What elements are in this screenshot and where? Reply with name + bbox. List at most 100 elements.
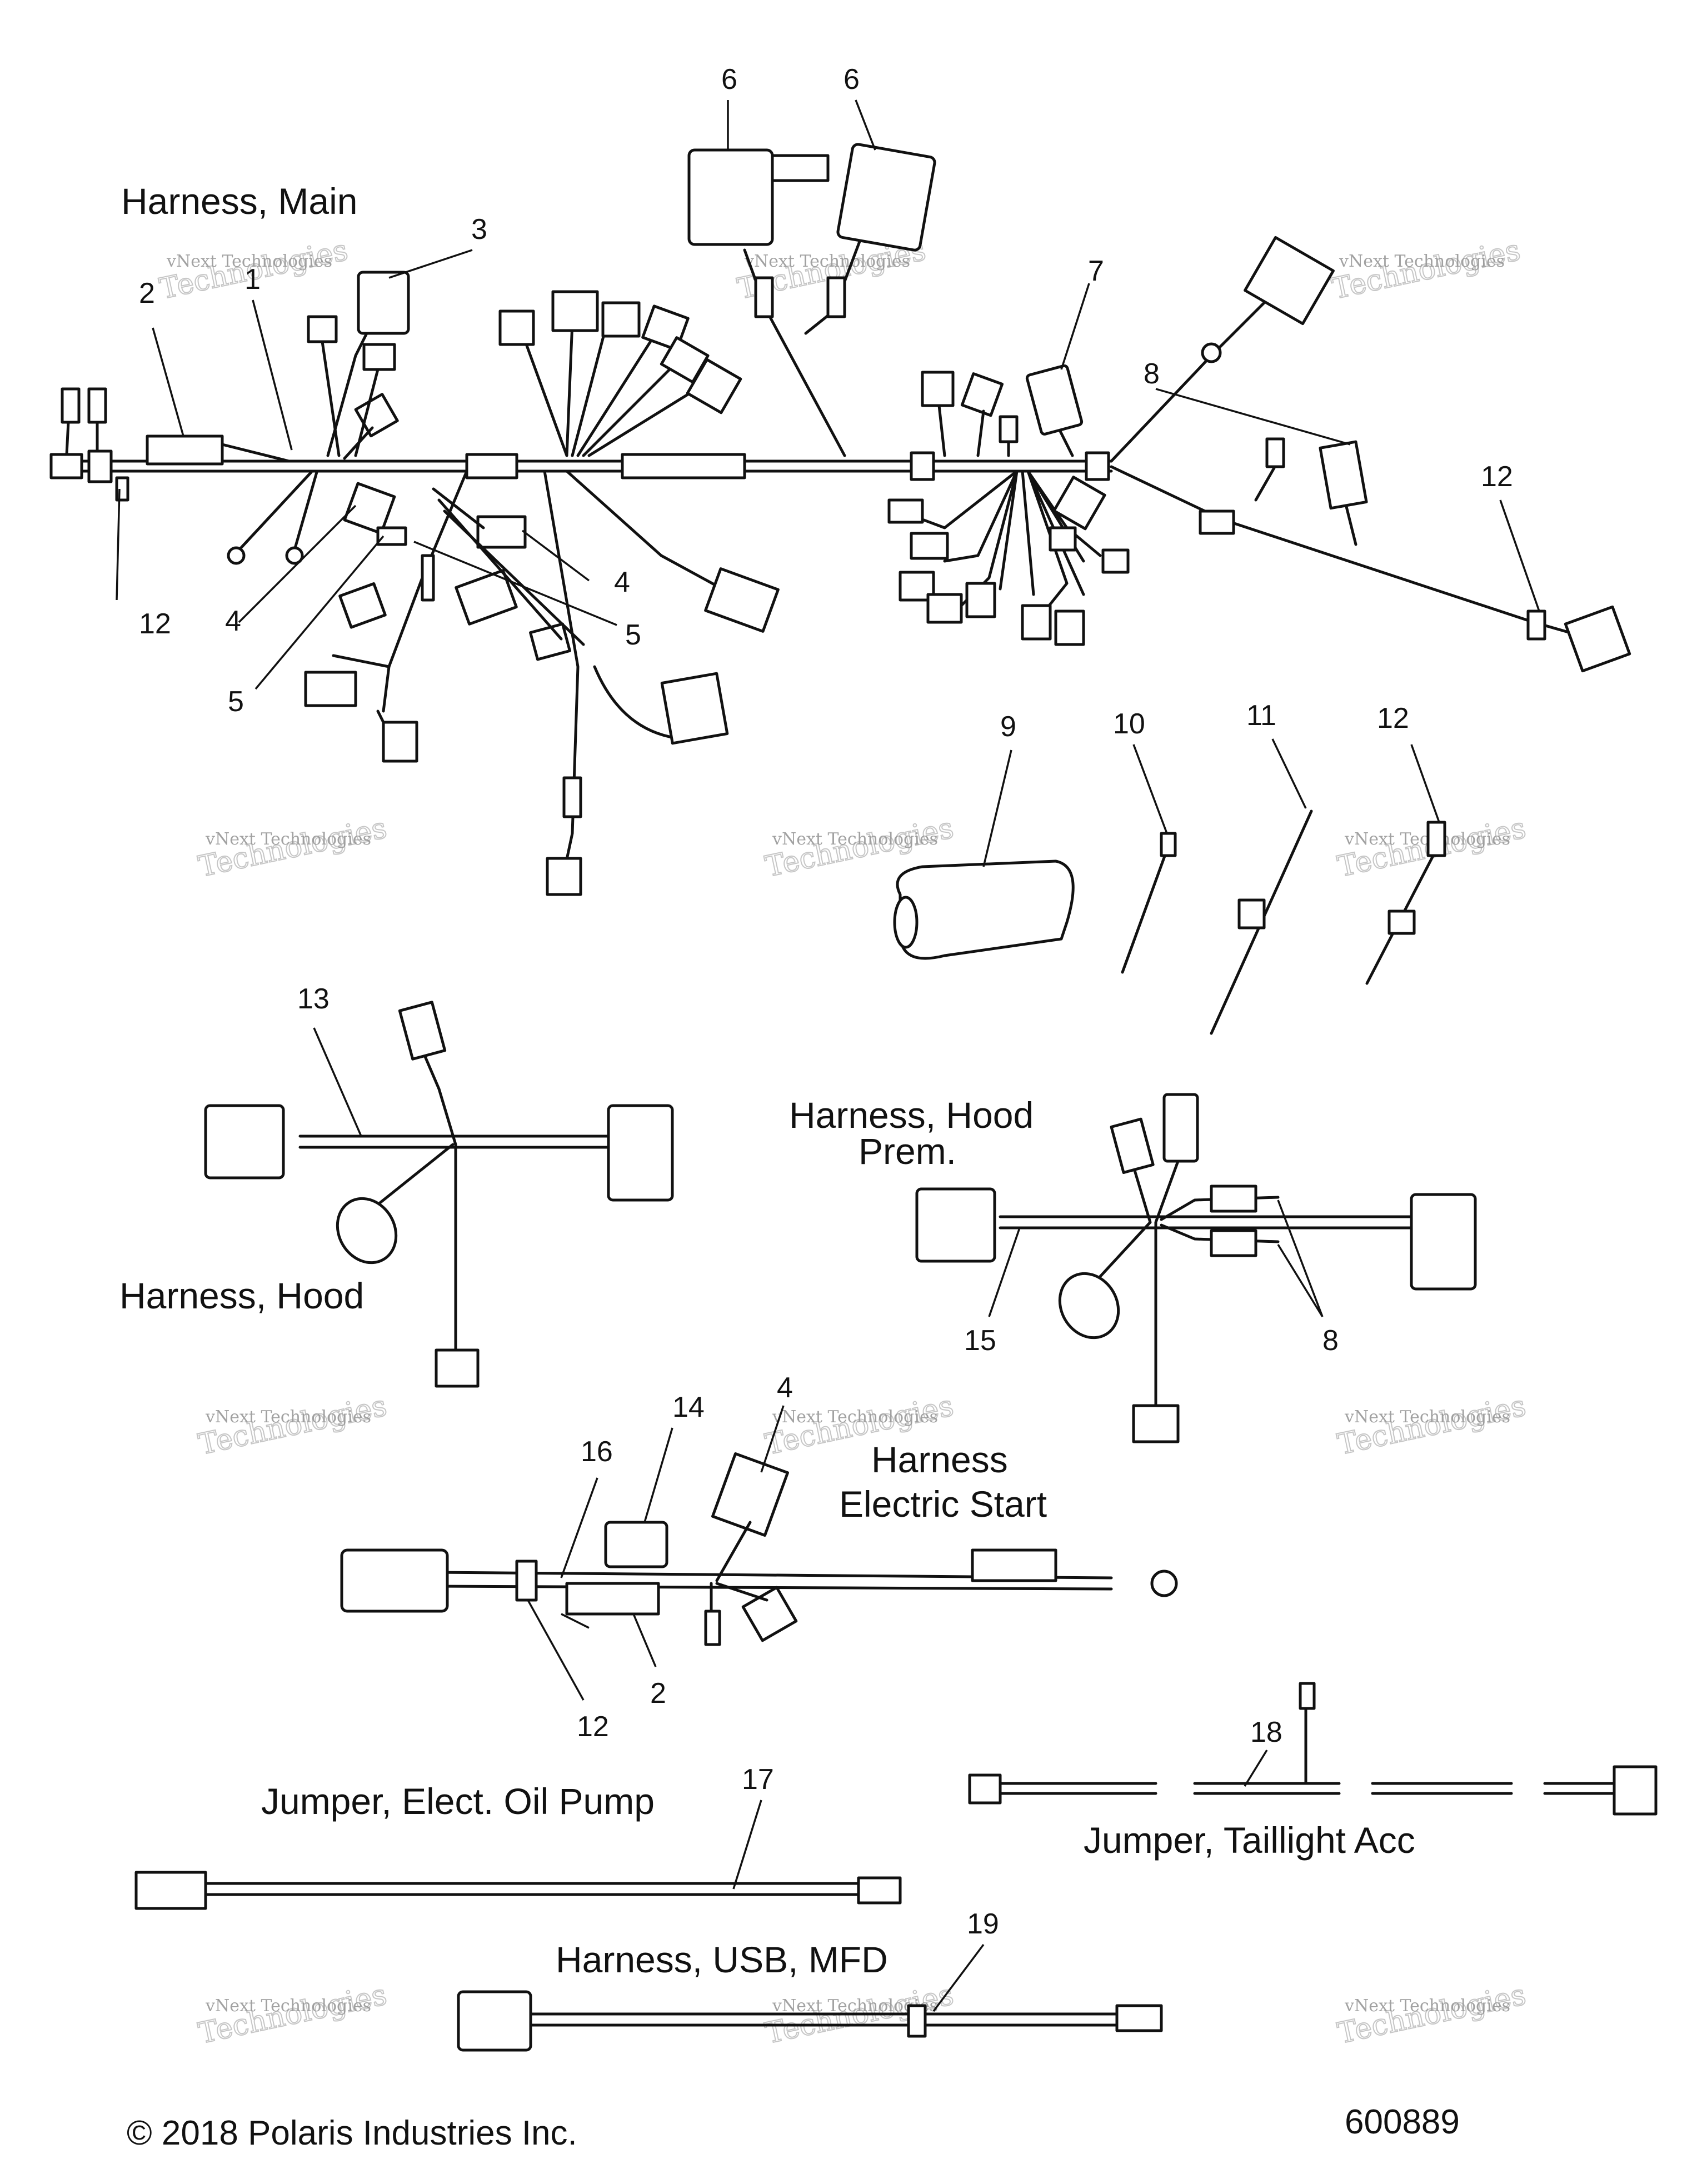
hood-left-connector xyxy=(204,1104,285,1180)
callout-12: 12 xyxy=(1377,702,1409,734)
small-connector xyxy=(1021,604,1052,641)
taillight-wire-segment xyxy=(993,1782,1157,1795)
small-connector xyxy=(601,301,641,338)
title-harness-hood-prem-line2: Prem. xyxy=(859,1131,956,1172)
ground-leads xyxy=(237,471,318,552)
callout-12: 12 xyxy=(139,608,171,640)
module-6-right xyxy=(836,143,936,252)
small-connector xyxy=(926,593,963,624)
watermark-small-text: vNext Technologies xyxy=(772,829,938,849)
small-connector xyxy=(887,498,924,524)
taillight-left-connector xyxy=(968,1773,1002,1805)
fuse-holder xyxy=(87,387,107,424)
curved-branch xyxy=(593,665,685,741)
oil-pump-jumper xyxy=(134,1871,902,1910)
watermark-small-text: vNext Technologies xyxy=(744,252,910,271)
leader xyxy=(1277,1200,1324,1317)
usb-harness-left-connector xyxy=(457,1990,532,2052)
mounting-bracket-connector xyxy=(382,721,418,763)
oil-pump-left-connector xyxy=(134,1871,207,1910)
hood-prem-left-connector xyxy=(915,1187,996,1263)
connector-5 xyxy=(376,526,407,546)
trunk-grommet xyxy=(1085,451,1110,481)
watermark-small-text: vNext Technologies xyxy=(166,252,332,271)
small-connector xyxy=(921,371,955,407)
leader xyxy=(1060,283,1090,370)
trunk-sleeve xyxy=(465,453,518,479)
leader xyxy=(932,1943,985,2012)
middle-fan-branches xyxy=(899,469,1035,613)
title-harness-electric-start-line1: Harness xyxy=(871,1439,1008,1480)
cable-tie-10 xyxy=(1121,848,1169,974)
usb-harness-wire xyxy=(526,2012,1119,2027)
callout-2: 2 xyxy=(139,277,155,309)
sleeve xyxy=(562,776,582,818)
callout-14: 14 xyxy=(672,1391,705,1423)
small-connector xyxy=(1162,1093,1199,1163)
hood-prem-harness xyxy=(915,1093,1477,1443)
watermark: vNext Technologies Technologies xyxy=(1329,233,1524,306)
connector-4 xyxy=(343,482,396,535)
leader xyxy=(760,1405,785,1473)
sensor-probe xyxy=(704,1610,721,1646)
leader xyxy=(982,749,1012,867)
module-6-left xyxy=(687,148,774,246)
watermark: vNext Technologies Technologies xyxy=(1334,1977,1529,2051)
leader xyxy=(252,299,293,451)
bottom-connector xyxy=(1132,1404,1180,1443)
leader xyxy=(643,1427,673,1523)
inline-fuse xyxy=(754,276,774,318)
small-connector xyxy=(910,532,949,560)
conduit-end xyxy=(893,896,919,949)
mounting-clip xyxy=(87,449,113,483)
small-connector xyxy=(960,372,1004,417)
watermark-large-text: Technologies xyxy=(196,811,390,883)
small-connector xyxy=(1265,437,1285,468)
trunk-grommet xyxy=(910,451,935,481)
relay-lead xyxy=(221,443,291,463)
small-connector xyxy=(498,309,535,346)
electric-start-harness xyxy=(340,1452,1178,1646)
small-connector xyxy=(551,290,599,332)
small-connector xyxy=(398,1001,447,1061)
connector-8 xyxy=(1319,440,1368,510)
small-connector xyxy=(338,582,387,629)
oil-pump-jumper-wire xyxy=(198,1882,869,1896)
leader xyxy=(560,1477,598,1578)
watermark-small-text: vNext Technologies xyxy=(205,829,371,849)
fuse-holder xyxy=(61,387,81,424)
leader xyxy=(116,488,121,601)
watermark: vNext Technologies Technologies xyxy=(1334,1388,1529,1462)
inline-connector xyxy=(971,1548,1057,1582)
lower-left-branch xyxy=(382,469,468,713)
callout-13: 13 xyxy=(297,983,330,1015)
watermark-large-text: Technologies xyxy=(1329,233,1523,306)
small-connector xyxy=(362,343,396,371)
leader xyxy=(1271,738,1307,809)
callout-12: 12 xyxy=(577,1711,609,1743)
leader xyxy=(152,327,184,437)
branch-leads xyxy=(321,340,380,460)
leader xyxy=(1499,499,1540,612)
callout-5: 5 xyxy=(625,619,641,651)
right-lower-arm xyxy=(1110,465,1574,635)
relay-14 xyxy=(604,1521,668,1568)
small-connector xyxy=(1052,476,1106,531)
small-connector xyxy=(304,671,357,707)
ring-terminal xyxy=(285,546,304,565)
small-connector xyxy=(686,358,742,414)
grommet xyxy=(907,2004,927,2038)
watermark-small-text: vNext Technologies xyxy=(1344,1407,1510,1427)
watermark-large-text: Technologies xyxy=(1335,1978,1529,2050)
watermark: vNext Technologies Technologies xyxy=(195,1388,390,1462)
footer: © 2018 Polaris Industries Inc. 600889 xyxy=(127,2103,1460,2152)
callout-9: 9 xyxy=(1000,711,1016,743)
cable-tie-head xyxy=(1160,832,1177,857)
inline-connector-8 xyxy=(1210,1185,1257,1213)
branch-leads xyxy=(937,404,1010,457)
small-connector xyxy=(1101,548,1130,574)
title-harness-usb: Harness, USB, MFD xyxy=(556,1939,888,1980)
small-connector xyxy=(307,315,338,343)
figure-number: 600889 xyxy=(1345,2103,1460,2141)
